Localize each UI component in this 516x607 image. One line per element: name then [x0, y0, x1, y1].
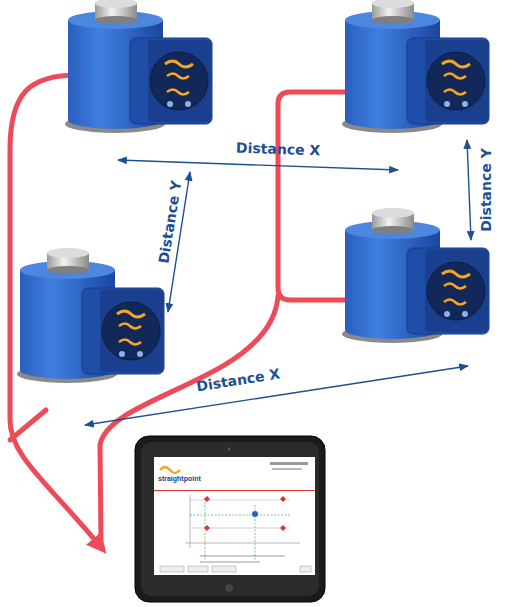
- load-cell: [342, 208, 489, 343]
- cable: [278, 92, 352, 300]
- chart-axis: [185, 543, 300, 544]
- screen-button: [160, 566, 184, 572]
- brand-name: straightpoint: [158, 475, 201, 482]
- chart-point: [280, 525, 286, 531]
- dimension-label: Distance X: [236, 140, 321, 159]
- chart-dimension: [200, 556, 285, 557]
- screen-rule: [154, 490, 315, 491]
- screen-chart: [185, 495, 300, 562]
- tablet-device: straightpoint: [135, 436, 325, 602]
- logo-mark: [160, 467, 180, 473]
- dimension-label: Distance Y: [478, 148, 494, 232]
- screen-button: [188, 566, 208, 572]
- dimension-label: Distance X: [195, 366, 281, 395]
- screen-button: [300, 566, 311, 572]
- tablet-screen: [154, 457, 315, 575]
- load-cell: [17, 248, 164, 383]
- chart-point: [204, 525, 210, 531]
- dimension-label: Distance Y: [155, 179, 184, 264]
- chart-axis: [190, 495, 191, 548]
- chart-centre: [252, 511, 258, 517]
- dimension-line: [118, 160, 398, 170]
- load-cell: [342, 0, 489, 133]
- screen-button: [212, 566, 236, 572]
- dimension-line: [85, 366, 468, 425]
- chart-point: [280, 496, 286, 502]
- screen-title-bar: [270, 462, 308, 465]
- chart-dimension: [200, 562, 260, 563]
- camera: [228, 448, 231, 451]
- chart-guide: [190, 515, 290, 516]
- chart-point: [204, 496, 210, 502]
- tablet: [135, 436, 325, 602]
- tablet-bezel: [141, 442, 319, 596]
- cable: [10, 410, 46, 440]
- dimension-line: [467, 140, 471, 240]
- dimension-arrows: [85, 140, 471, 425]
- tablet-frame: [135, 436, 325, 602]
- screen-title-bar: [272, 468, 302, 470]
- load-cell: [65, 0, 212, 133]
- home-button: [225, 584, 233, 592]
